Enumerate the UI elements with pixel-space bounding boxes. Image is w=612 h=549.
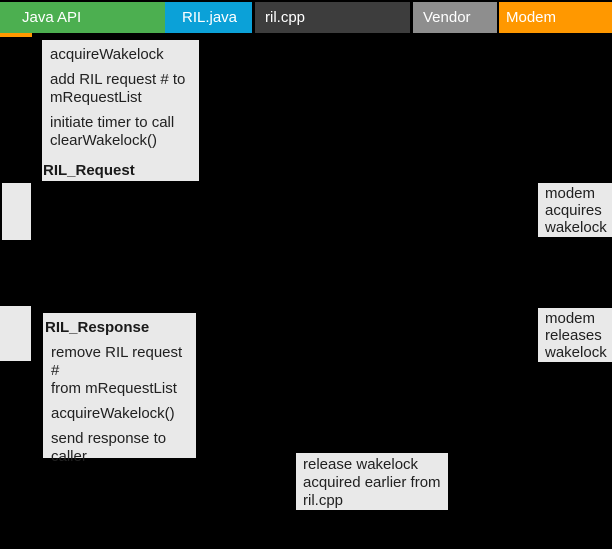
note-modem-acquires-wakelock: modem acquires wakelock xyxy=(538,183,612,237)
actor-label-java-api: Java API xyxy=(22,9,82,26)
note-ril-response: RIL_Response remove RIL request # from m… xyxy=(43,313,196,465)
actor-header-modem: Modem xyxy=(499,2,612,33)
actor-label-ril-cpp: ril.cpp xyxy=(265,9,306,26)
note-release-wakelock: release wakelock acquired earlier from r… xyxy=(296,453,448,510)
cutoff-note-left-bottom xyxy=(0,306,31,361)
note-text: acquireWakelock xyxy=(50,46,164,63)
note-text: initiate timer to call clearWakelock() xyxy=(50,114,175,149)
cutoff-note-left-top xyxy=(2,183,31,240)
actor-header-ril-java: RIL.java xyxy=(165,2,252,33)
note-text: send response to caller xyxy=(51,430,167,465)
cutoff-orange-strip xyxy=(0,33,32,37)
actor-header-ril-cpp: ril.cpp xyxy=(255,2,410,33)
message-label-ril-response: RIL_Response xyxy=(45,319,150,336)
note-text: acquireWakelock() xyxy=(51,405,175,422)
message-label-ril-request: RIL_Request xyxy=(43,162,135,179)
note-modem-releases-wakelock: modem releases wakelock xyxy=(538,308,612,362)
actor-header-vendor: Vendor xyxy=(413,2,497,33)
actor-label-vendor: Vendor xyxy=(423,9,471,26)
note-ril-request: acquireWakelock add RIL request # to mRe… xyxy=(42,40,199,181)
note-text: remove RIL request # from mRequestList xyxy=(51,344,183,397)
note-text: add RIL request # to mRequestList xyxy=(50,71,186,106)
actor-label-modem: Modem xyxy=(506,9,557,26)
actor-header-java-api: Java API xyxy=(0,2,185,33)
actor-label-ril-java: RIL.java xyxy=(182,9,238,26)
